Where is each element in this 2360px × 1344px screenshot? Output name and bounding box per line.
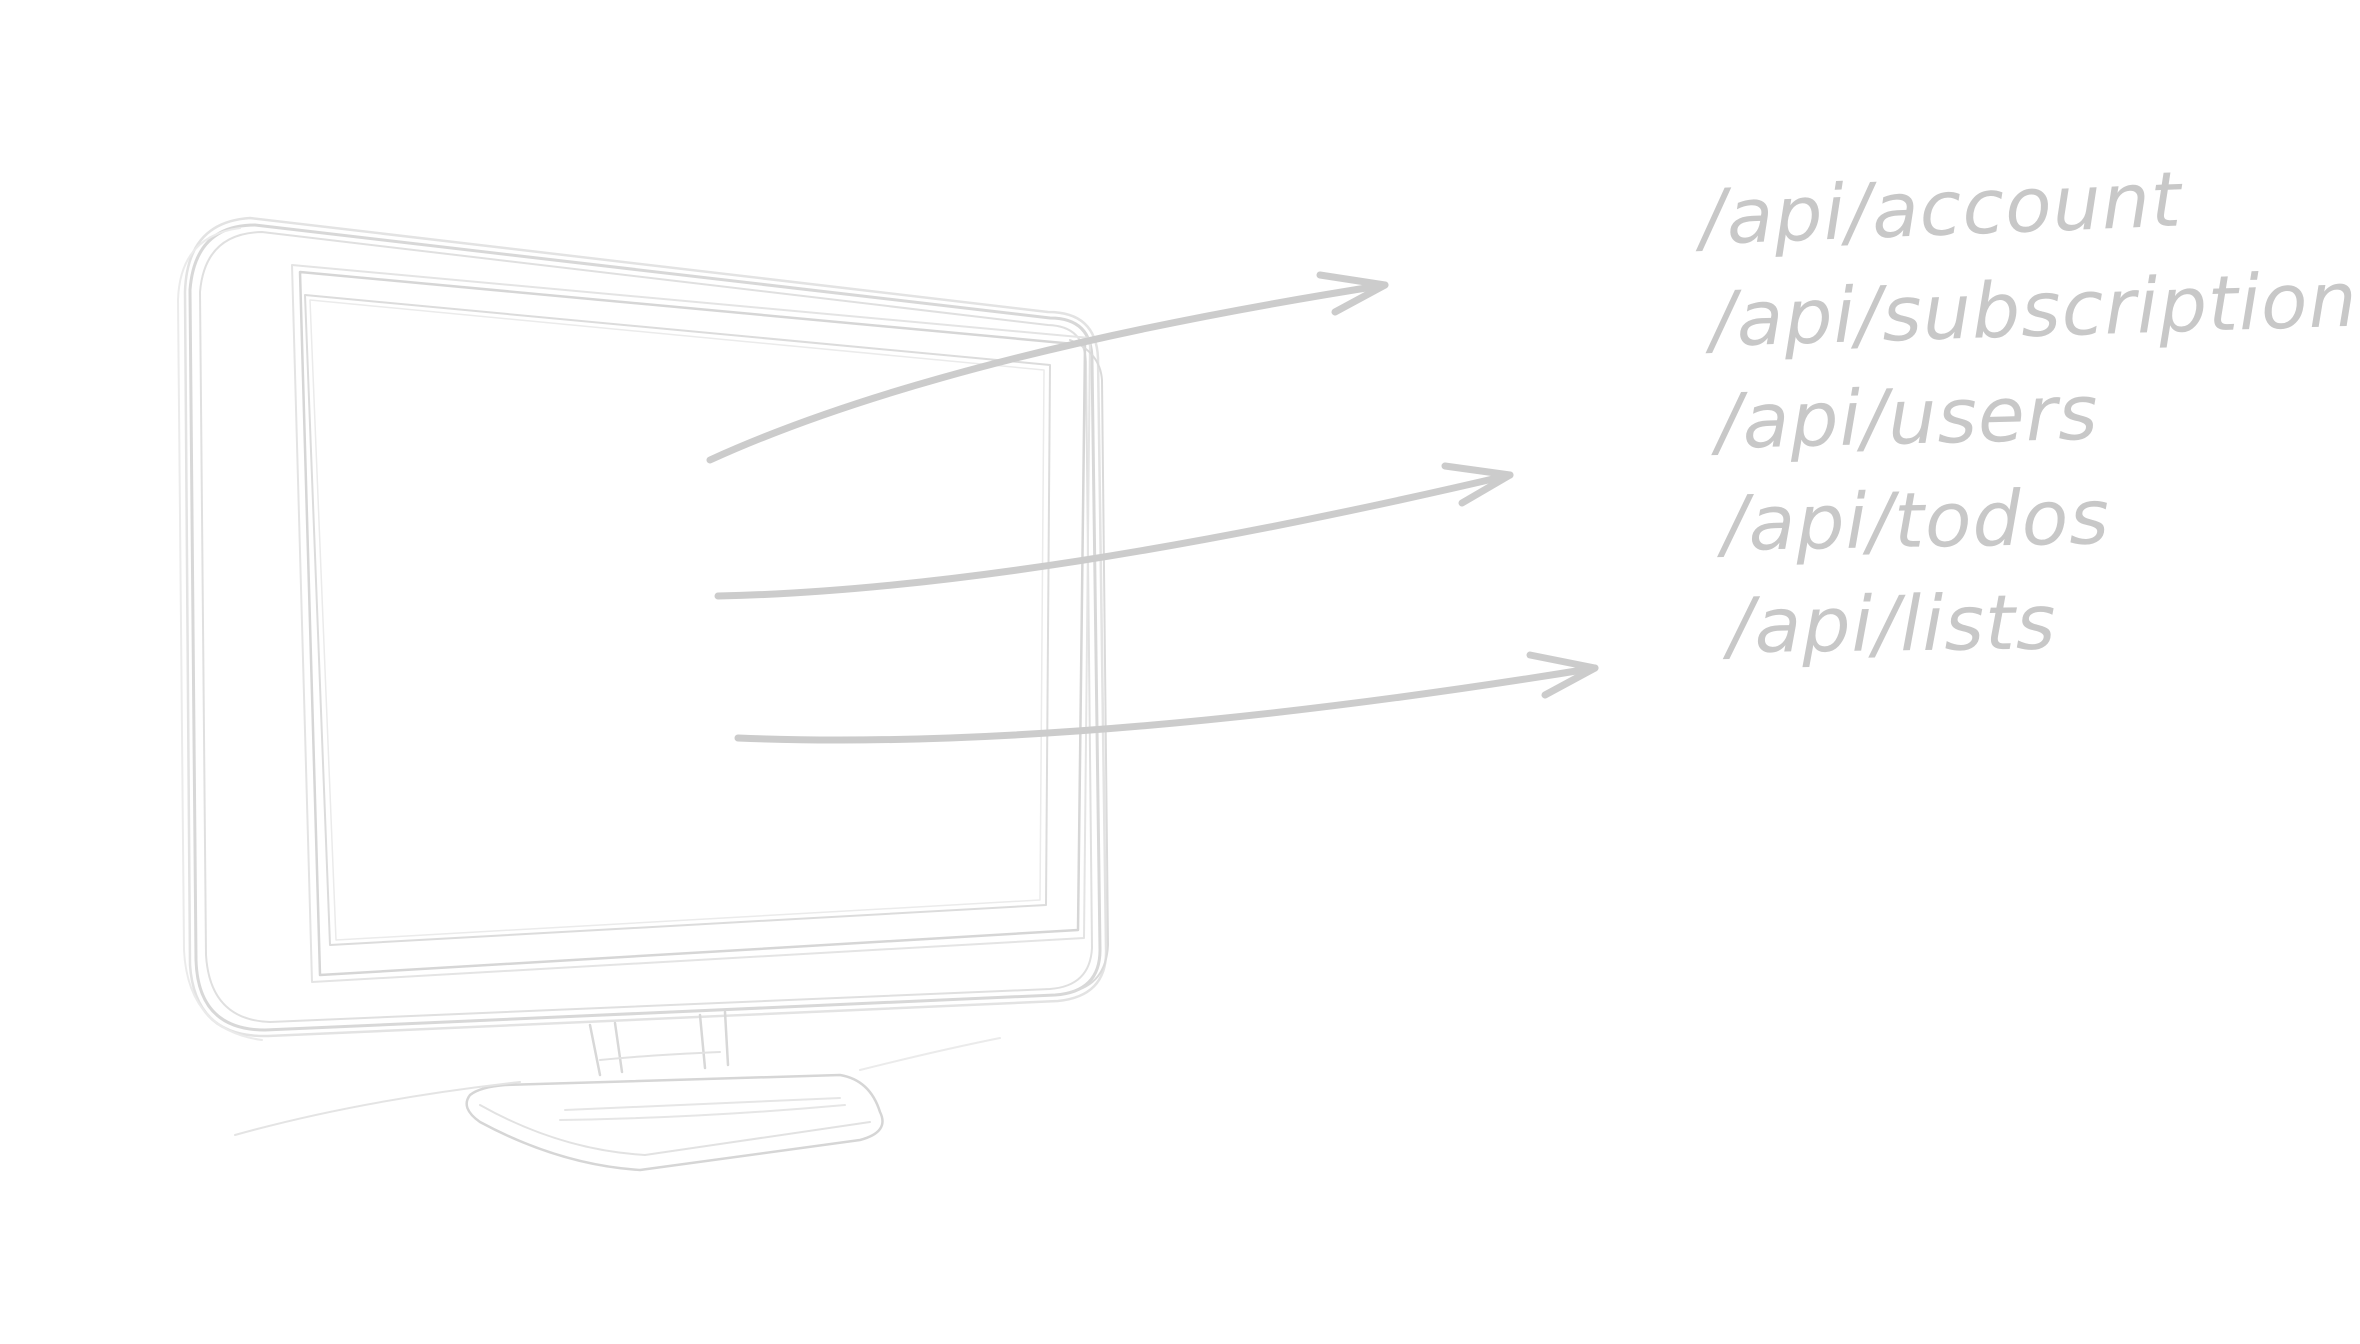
monitor-bezel-inner-2 <box>291 264 1091 983</box>
monitor-icon <box>177 216 1109 1172</box>
arrows <box>706 271 1599 744</box>
arrow-1-head <box>1316 271 1389 316</box>
arrow-3-shaft <box>734 664 1599 744</box>
arrow-right-icon <box>734 651 1599 744</box>
monitor-base <box>465 1073 884 1172</box>
monitor-base-3 <box>559 1097 846 1121</box>
monitor-base-2 <box>479 1104 871 1156</box>
desk-line-2 <box>859 1037 1001 1071</box>
route-label-lists: /api/lists <box>1727 577 2057 670</box>
route-label-todos: /api/todos <box>1721 472 2111 568</box>
arrow-right-icon <box>714 462 1514 600</box>
desk-line <box>234 1081 521 1136</box>
route-label-account: /api/account <box>1698 154 2184 262</box>
arrow-3-head <box>1526 651 1599 699</box>
route-label-subscription: /api/subscription <box>1708 254 2359 364</box>
monitor-neck-2 <box>599 1051 721 1061</box>
arrow-1-shaft <box>706 281 1389 464</box>
monitor-bezel-inner <box>298 270 1087 977</box>
arrow-2-head <box>1441 462 1514 507</box>
route-label-users: /api/users <box>1714 367 2100 466</box>
monitor-screen-2 <box>309 299 1045 941</box>
arrow-2-shaft <box>714 471 1514 600</box>
monitor-bezel-outer-4 <box>177 227 263 1041</box>
monitor-side <box>1069 339 1109 993</box>
monitor-screen <box>304 294 1051 946</box>
arrow-right-icon <box>706 271 1389 464</box>
monitor-neck <box>588 1010 730 1077</box>
